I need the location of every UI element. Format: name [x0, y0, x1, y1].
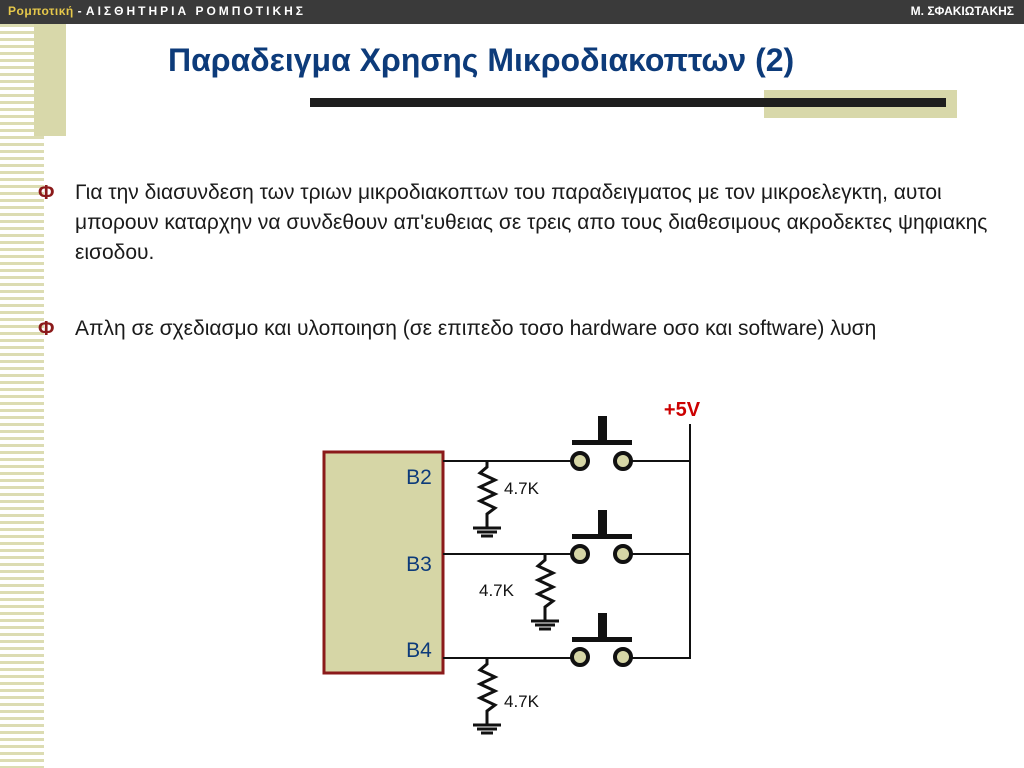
header-separator: -	[73, 4, 86, 18]
slide-title: Παραδειγμα Χρησης Μικροδιακοπτων (2)	[168, 42, 795, 78]
decorative-accent-block	[34, 24, 66, 136]
resistor-label: 4.7K	[479, 581, 515, 600]
bullet-text: Απλη σε σχεδιασμο και υλοποιηση (σε επιπ…	[75, 317, 877, 340]
resistor-label: 4.7K	[504, 692, 540, 711]
header-bar: Ρομποτική - ΑΙΣΘΗΤΗΡΙΑ ΡΟΜΠΟΤΙΚΗΣ Μ. ΣΦΑ…	[0, 0, 1024, 24]
header-brand: Ρομποτική	[8, 4, 74, 18]
decorative-stripes	[0, 24, 44, 768]
pin-label-b4: B4	[406, 639, 432, 662]
pushbutton-switch-icon	[570, 510, 633, 564]
resistor-icon	[531, 554, 559, 631]
pin-label-b2: B2	[406, 466, 432, 489]
bullet-marker-icon: Φ	[38, 182, 55, 204]
header-author: Μ. ΣΦΑΚΙΩΤΑΚΗΣ	[910, 4, 1014, 18]
resistor-icon	[473, 461, 501, 538]
bullet-marker-icon: Φ	[38, 318, 55, 340]
pushbutton-switch-icon	[570, 613, 633, 667]
header-course: Ρομποτική - ΑΙΣΘΗΤΗΡΙΑ ΡΟΜΠΟΤΙΚΗΣ	[8, 4, 306, 18]
supply-label: +5V	[664, 399, 701, 421]
resistor-icon	[473, 658, 501, 735]
resistor-label: 4.7K	[504, 479, 540, 498]
title-rule-overlay	[764, 98, 946, 107]
pin-label-b3: B3	[406, 553, 432, 576]
pushbutton-switch-icon	[570, 416, 633, 471]
microcontroller-chip	[322, 450, 445, 675]
header-subject: ΑΙΣΘΗΤΗΡΙΑ ΡΟΜΠΟΤΙΚΗΣ	[85, 4, 306, 18]
title-rule	[310, 98, 946, 107]
bullet-text: Για την διασυνδεση των τριων μικροδιακοπ…	[75, 181, 988, 264]
